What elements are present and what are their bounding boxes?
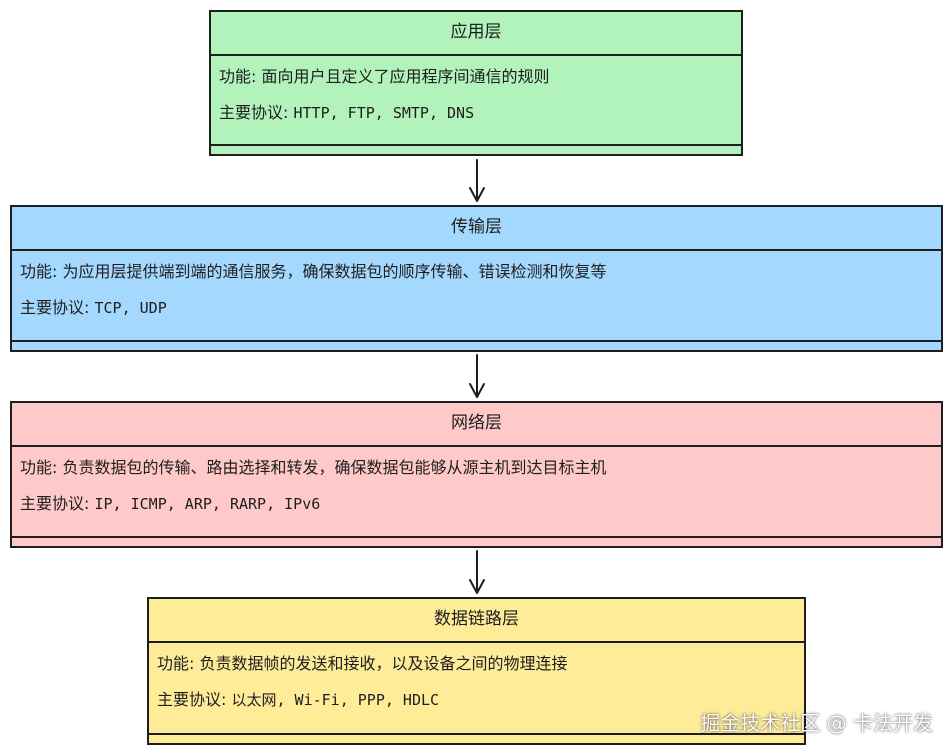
function-label: 功能: [157,654,200,673]
layer-function: 功能: 面向用户且定义了应用程序间通信的规则 [211,59,741,95]
layer-function: 功能: 负责数据帧的发送和接收，以及设备之间的物理连接 [149,646,804,682]
divider [211,144,741,146]
layer-protocols: 主要协议: TCP, UDP [12,290,941,326]
arrow-down-icon [469,550,485,594]
function-text: 为应用层提供端到端的通信服务，确保数据包的顺序传输、错误检测和恢复等 [62,262,607,281]
function-label: 功能: [20,262,63,281]
protocol-list: 以太网, Wi-Fi, PPP, HDLC [231,691,440,709]
function-text: 负责数据帧的发送和接收，以及设备之间的物理连接 [199,654,568,673]
function-label: 功能: [20,458,63,477]
protocol-label: 主要协议: [20,298,95,317]
layer-title: 网络层 [12,403,941,447]
layer-title: 数据链路层 [149,599,804,643]
layer-box-data-link: 数据链路层 功能: 负责数据帧的发送和接收，以及设备之间的物理连接 主要协议: … [147,597,806,745]
layer-protocols: 主要协议: IP, ICMP, ARP, RARP, IPv6 [12,486,941,522]
protocol-list: IP, ICMP, ARP, RARP, IPv6 [94,495,321,513]
protocol-label: 主要协议: [157,690,232,709]
function-label: 功能: [219,67,262,86]
arrow-down-icon [469,354,485,398]
layer-function: 功能: 为应用层提供端到端的通信服务，确保数据包的顺序传输、错误检测和恢复等 [12,254,941,290]
layer-function: 功能: 负责数据包的传输、路由选择和转发，确保数据包能够从源主机到达目标主机 [12,450,941,486]
divider [149,733,804,735]
protocol-label: 主要协议: [20,494,95,513]
layer-box-network: 网络层 功能: 负责数据包的传输、路由选择和转发，确保数据包能够从源主机到达目标… [10,401,943,548]
divider [12,536,941,538]
watermark: 掘金技术社区 @ 卡法开发 [700,711,933,735]
layer-title: 传输层 [12,207,941,251]
arrow-down-icon [469,159,485,202]
divider [12,340,941,342]
layer-box-application: 应用层 功能: 面向用户且定义了应用程序间通信的规则 主要协议: HTTP, F… [209,10,743,156]
layer-protocols: 主要协议: HTTP, FTP, SMTP, DNS [211,95,741,131]
protocol-label: 主要协议: [219,103,294,122]
function-text: 负责数据包的传输、路由选择和转发，确保数据包能够从源主机到达目标主机 [62,458,607,477]
layer-box-transport: 传输层 功能: 为应用层提供端到端的通信服务，确保数据包的顺序传输、错误检测和恢… [10,205,943,352]
function-text: 面向用户且定义了应用程序间通信的规则 [261,67,550,86]
protocol-list: TCP, UDP [94,299,167,317]
layer-title: 应用层 [211,12,741,56]
protocol-list: HTTP, FTP, SMTP, DNS [293,104,475,122]
layer-protocols: 主要协议: 以太网, Wi-Fi, PPP, HDLC [149,682,804,718]
